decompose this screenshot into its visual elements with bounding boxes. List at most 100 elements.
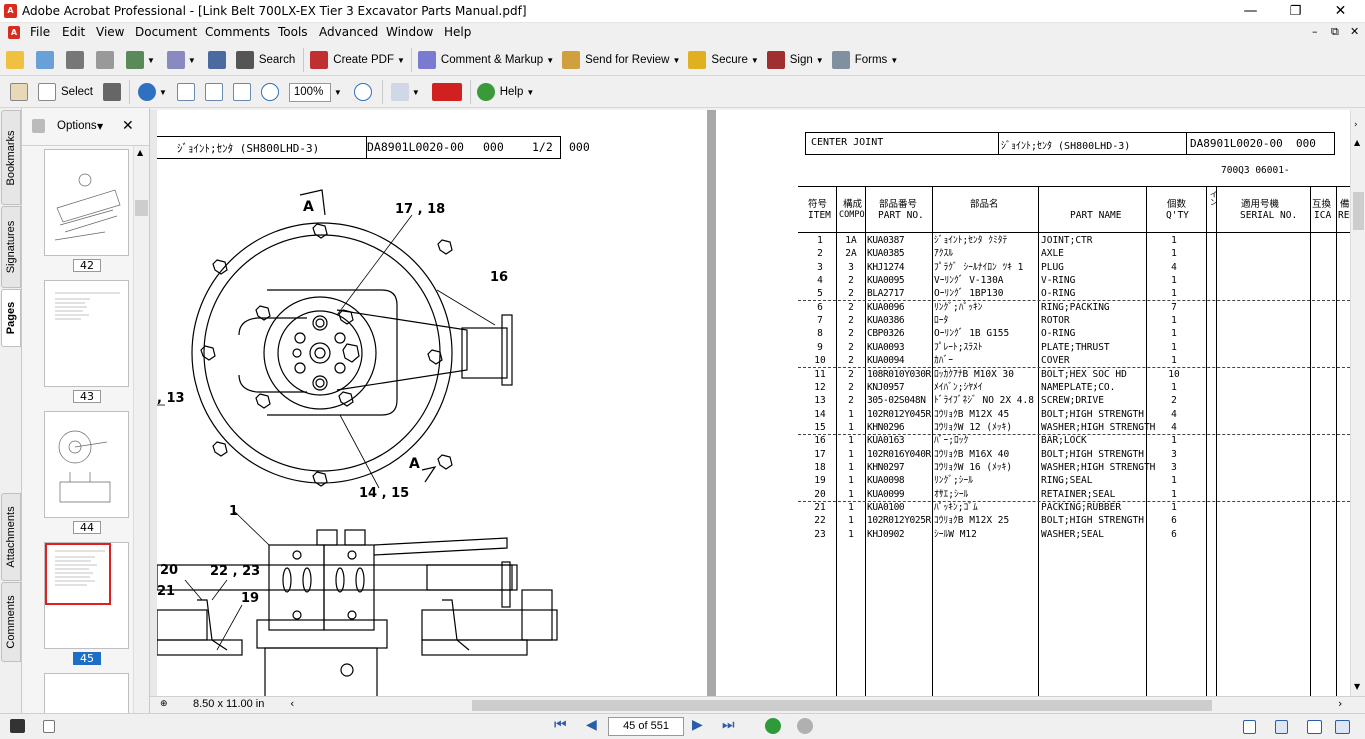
tab-pages[interactable]: Pages xyxy=(1,289,21,347)
window-layout-icon[interactable] xyxy=(10,719,25,733)
menu-tools[interactable]: Tools xyxy=(278,25,308,39)
fit-width-icon[interactable] xyxy=(232,83,251,101)
current-view-frame[interactable] xyxy=(45,543,111,605)
tab-bookmarks[interactable]: Bookmarks xyxy=(1,110,21,205)
forms-button[interactable]: Forms xyxy=(854,54,888,66)
page-icon[interactable] xyxy=(43,720,55,733)
scroll-up-arrow[interactable]: ▲ xyxy=(1354,138,1361,147)
continuous-facing-icon[interactable] xyxy=(1335,720,1350,734)
page-size-label: 8.50 x 11.00 in xyxy=(193,698,265,710)
doc-restore-button[interactable]: ⧉ xyxy=(1331,25,1339,38)
next-view-icon[interactable] xyxy=(797,718,813,734)
doc-minimize-button[interactable]: – xyxy=(1312,25,1318,38)
browse-icon[interactable] xyxy=(207,51,226,69)
sign-button[interactable]: Sign xyxy=(789,54,813,66)
menu-advanced[interactable]: Advanced xyxy=(319,25,379,39)
minimize-button[interactable]: — xyxy=(1243,3,1258,19)
hscroll-left-arrow[interactable]: ‹ xyxy=(290,697,295,710)
menu-comments[interactable]: Comments xyxy=(205,25,271,39)
comment-markup-button[interactable]: Comment & Markup xyxy=(440,54,544,66)
navigation-tabs: Bookmarks Signatures Pages Attachments C… xyxy=(0,108,22,714)
previous-view-icon[interactable] xyxy=(765,718,781,734)
search-button[interactable]: Search xyxy=(258,54,296,66)
sign-icon[interactable] xyxy=(766,51,785,69)
rotate-icon[interactable] xyxy=(390,83,409,101)
create-pdf-icon[interactable] xyxy=(310,51,329,69)
secure-button[interactable]: Secure xyxy=(711,54,748,66)
hand-tool-icon[interactable] xyxy=(10,83,28,101)
page-thumbnail-45[interactable] xyxy=(44,542,129,649)
menu-window[interactable]: Window xyxy=(386,25,434,39)
cell-part-no: 108R010Y030R xyxy=(867,368,931,380)
comment-icon[interactable] xyxy=(417,51,436,69)
search-icon[interactable] xyxy=(235,51,254,69)
split-icon[interactable]: ⊕ xyxy=(160,699,168,709)
zoom-out-icon[interactable] xyxy=(260,83,279,101)
cell-qty: 1 xyxy=(1171,341,1177,353)
menu-edit[interactable]: Edit xyxy=(62,25,86,39)
cell-part-name-jp: ﾒｲﾊﾞﾝ;ｼﾔﾒｲ xyxy=(934,381,983,393)
options-dropdown-icon[interactable]: ▼ xyxy=(97,122,104,131)
trash-icon[interactable] xyxy=(32,119,45,133)
tab-attachments[interactable]: Attachments xyxy=(1,493,21,581)
forms-icon[interactable] xyxy=(831,51,850,69)
zoom-in-plus-icon[interactable] xyxy=(353,83,372,101)
menu-document[interactable]: Document xyxy=(135,25,198,39)
lock-icon[interactable] xyxy=(688,51,707,69)
open-icon[interactable] xyxy=(6,51,24,69)
page-thumbnail-42[interactable] xyxy=(44,149,129,256)
scroll-right-arrow[interactable]: › xyxy=(1354,120,1358,130)
print-icon[interactable] xyxy=(96,51,114,69)
hscroll-thumb[interactable] xyxy=(472,700,1212,711)
page-thumbnail-43[interactable] xyxy=(44,280,129,387)
tab-comments[interactable]: Comments xyxy=(1,582,21,662)
menu-view[interactable]: View xyxy=(96,25,125,39)
organizer-icon[interactable] xyxy=(36,51,54,69)
zoom-in-icon[interactable] xyxy=(137,83,156,101)
page-thumbnail-44[interactable] xyxy=(44,411,129,518)
maximize-button[interactable]: ❐ xyxy=(1289,4,1302,19)
attach-icon[interactable] xyxy=(166,51,185,69)
doc-close-button[interactable]: ✕ xyxy=(1350,25,1360,38)
last-page-button[interactable]: ⏭ xyxy=(722,717,735,733)
facing-icon[interactable] xyxy=(1307,720,1322,734)
fit-page-icon[interactable] xyxy=(204,83,223,101)
thumbnail-scrollbar[interactable]: ▲ ▼ xyxy=(133,146,149,729)
snapshot-icon[interactable] xyxy=(102,83,121,101)
page-thumbnail-46[interactable] xyxy=(44,673,129,714)
tab-signatures[interactable]: Signatures xyxy=(1,206,21,288)
vscroll-thumb[interactable] xyxy=(1353,192,1364,230)
continuous-icon[interactable] xyxy=(1275,720,1288,734)
page-number-43[interactable]: 43 xyxy=(73,390,101,403)
page-number-42[interactable]: 42 xyxy=(73,259,101,272)
email-icon[interactable] xyxy=(126,51,144,69)
send-for-review-button[interactable]: Send for Review xyxy=(585,54,670,66)
actual-size-icon[interactable] xyxy=(176,83,195,101)
first-page-button[interactable]: ⏮ xyxy=(554,717,567,733)
yahoo-icon[interactable] xyxy=(431,83,462,101)
create-pdf-button[interactable]: Create PDF xyxy=(333,54,394,66)
document-vscrollbar[interactable]: › ▲ ▼ xyxy=(1350,110,1365,696)
select-tool-button[interactable]: Select xyxy=(61,86,93,98)
help-icon[interactable] xyxy=(476,83,495,101)
menu-help[interactable]: Help xyxy=(444,25,472,39)
menu-file[interactable]: File xyxy=(30,25,51,39)
select-tool-icon[interactable] xyxy=(38,83,56,101)
page-number-44[interactable]: 44 xyxy=(73,521,101,534)
review-icon[interactable] xyxy=(562,51,581,69)
page-number-input[interactable]: 45 of 551 xyxy=(608,717,684,736)
scroll-thumb[interactable] xyxy=(135,200,148,216)
panel-close-button[interactable]: ✕ xyxy=(122,118,134,134)
previous-page-button[interactable]: ◀ xyxy=(586,717,597,733)
page-number-45[interactable]: 45 xyxy=(73,652,101,665)
save-icon[interactable] xyxy=(66,51,84,69)
help-button[interactable]: Help xyxy=(499,86,524,98)
zoom-level-input[interactable]: 100% xyxy=(288,82,331,102)
hscroll-right-arrow[interactable]: › xyxy=(1338,697,1343,710)
next-page-button[interactable]: ▶ xyxy=(692,717,703,733)
options-menu[interactable]: Options xyxy=(57,120,97,132)
cell-qty: 1 xyxy=(1171,488,1177,500)
close-button[interactable]: ✕ xyxy=(1334,3,1347,19)
single-page-icon[interactable] xyxy=(1243,720,1256,734)
scroll-down-arrow[interactable]: ▼ xyxy=(1354,682,1361,691)
